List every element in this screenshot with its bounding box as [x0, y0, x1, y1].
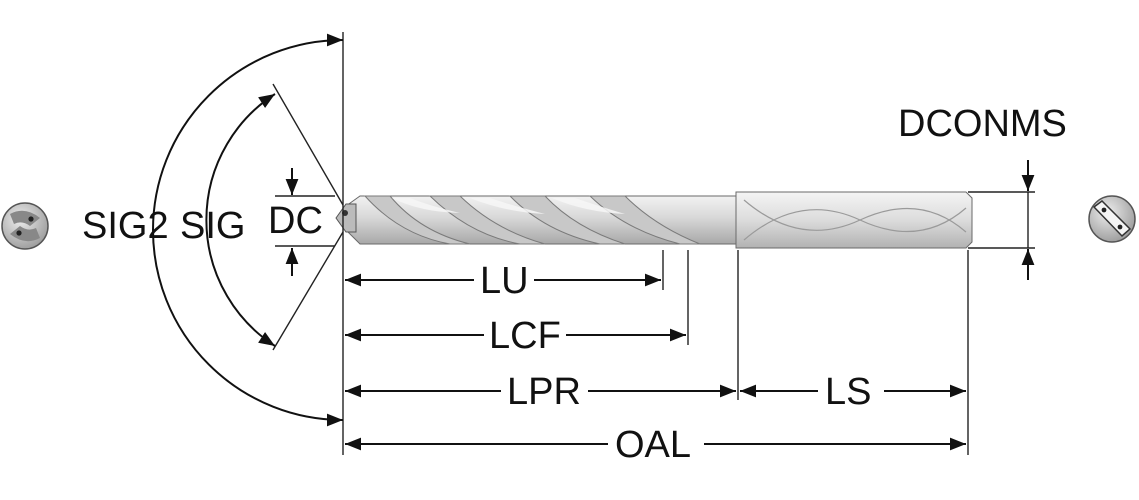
dconms-label: DCONMS: [898, 103, 1067, 145]
drill-body: [335, 191, 973, 249]
drill-shank-end-icon: [1088, 195, 1136, 243]
drill-end-view-icon: [1, 202, 49, 250]
flute-spirals: [363, 195, 701, 245]
oal-label: OAL: [615, 424, 691, 466]
length-dimensions: [345, 273, 966, 451]
lcf-label: LCF: [489, 315, 561, 357]
sig2-label: SIG2: [82, 205, 169, 247]
sig-label: SIG: [180, 205, 245, 247]
dc-label: DC: [268, 200, 323, 242]
angle-arcs: [152, 33, 344, 427]
lu-label: LU: [480, 260, 529, 302]
ls-label: LS: [825, 371, 871, 413]
lpr-label: LPR: [507, 371, 581, 413]
